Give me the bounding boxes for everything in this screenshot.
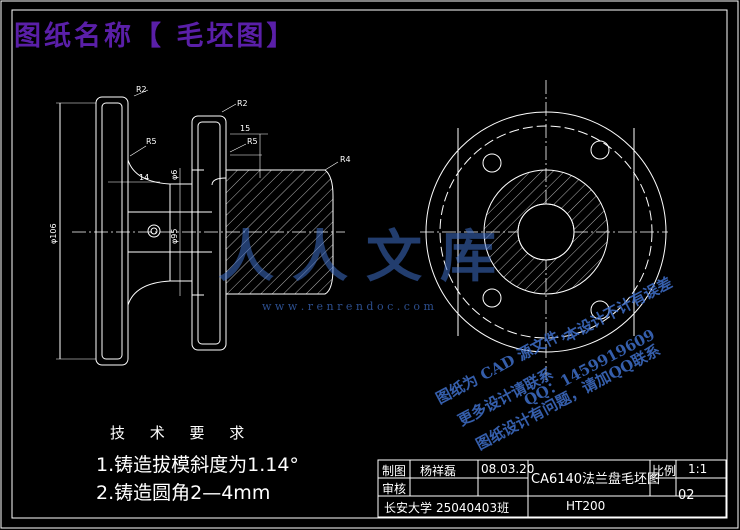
checked-by-label: 审核 [382,482,407,496]
watermark-url: w w w . r e n r e n d o c . c o m [262,300,434,313]
side-view [56,89,345,366]
tech-requirements-heading: 技 术 要 求 [110,424,255,442]
inner-frame [11,9,728,519]
dim-14: 14 [139,173,149,182]
scale-value: 1:1 [688,462,708,476]
student-number: 25040403班 [436,501,510,515]
tech-requirement-1: 1.铸造拔模斜度为1.14° [96,454,299,476]
dim-r4: R4 [340,155,351,164]
dimension-labels: R2 R2 R5 R5 15 14 R4 φ106 φ95 φ6 [49,85,351,244]
scale-label: 比例 [652,464,677,478]
watermark-site-name: 人人文库 [218,224,514,290]
dim-15: 15 [240,124,250,133]
dim-phi6: φ6 [170,170,179,180]
dim-r5-right: R5 [247,137,258,146]
drawing-title: 图纸名称【 毛坯图】 [14,21,297,52]
dim-phi106: φ106 [49,223,58,244]
dim-r2-right: R2 [237,99,248,108]
part-name: CA6140法兰盘毛坯图 [531,472,661,487]
school-name: 长安大学 [384,501,433,515]
drawing-date: 08.03.20 [481,462,535,476]
dim-phi95: φ95 [170,229,179,244]
drawn-by-name: 杨祥磊 [420,464,457,478]
tech-requirement-2: 2.铸造圆角2—4mm [96,482,271,504]
dim-r5-left: R5 [146,137,157,146]
front-view [420,80,668,380]
sheet-number: 02 [678,488,695,503]
title-block-grid [377,459,727,518]
dim-r2-left: R2 [136,85,147,94]
drawn-by-label: 制图 [382,464,407,478]
material: HT200 [566,499,606,513]
